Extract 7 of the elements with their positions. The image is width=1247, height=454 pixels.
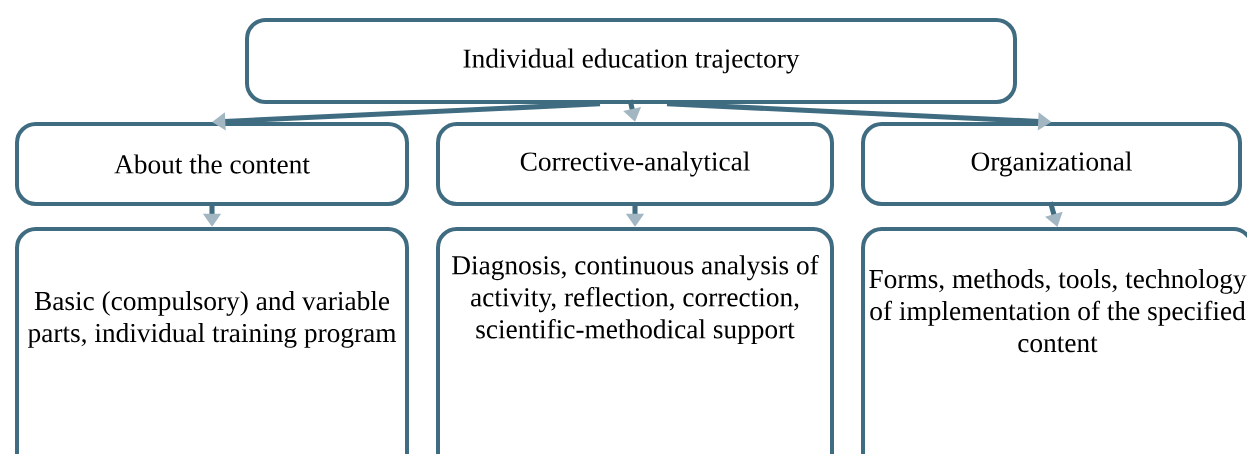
category-box: Corrective-analytical [436, 122, 834, 206]
category-box: Organizational [861, 122, 1242, 206]
description-box: Diagnosis, continuous analysis of activity, reflection, correction, scientific-methodical support [436, 227, 834, 454]
title-box: Individual education trajectory [245, 18, 1017, 104]
description-box: Forms, methods, tools, technology of implementation of the specified content [861, 227, 1247, 454]
category-box: About the content [15, 122, 409, 206]
description-box: Basic (compulsory) and variable parts, individual training program [15, 227, 409, 454]
